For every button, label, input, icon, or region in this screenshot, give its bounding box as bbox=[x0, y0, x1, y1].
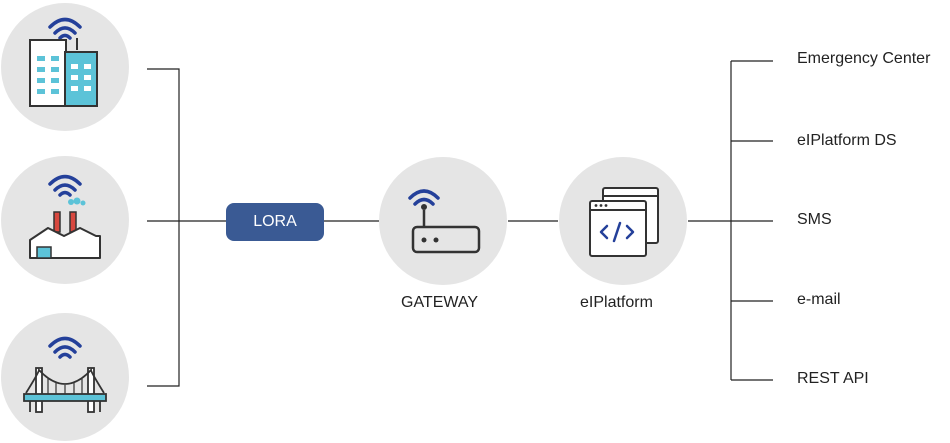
output-sms: SMS bbox=[797, 211, 832, 228]
building-icon bbox=[29, 38, 98, 107]
building-node bbox=[1, 3, 129, 131]
gateway-wifi-icon bbox=[408, 189, 440, 206]
bridge-icon bbox=[23, 367, 107, 413]
output-platform-ds: eIPlatform DS bbox=[797, 132, 897, 149]
gateway-node bbox=[379, 157, 507, 285]
lora-label: LORA bbox=[253, 213, 297, 230]
platform-label: eIPlatform bbox=[580, 294, 653, 311]
bridge-wifi-icon bbox=[48, 336, 82, 359]
building-wifi-icon bbox=[48, 17, 82, 40]
factory-wifi-icon bbox=[48, 174, 82, 197]
platform-node bbox=[559, 157, 687, 285]
output-email: e-mail bbox=[797, 291, 841, 308]
gateway-label: GATEWAY bbox=[401, 294, 479, 311]
factory-node bbox=[1, 156, 129, 284]
lora-badge: LORA bbox=[226, 203, 324, 241]
factory-icon bbox=[29, 197, 101, 259]
output-emergency-center: Emergency Center bbox=[797, 50, 931, 67]
connector-lines bbox=[147, 60, 773, 387]
router-icon bbox=[411, 204, 481, 254]
output-rest-api: REST API bbox=[797, 370, 869, 387]
bridge-node bbox=[1, 313, 129, 441]
code-window-icon bbox=[589, 187, 659, 257]
